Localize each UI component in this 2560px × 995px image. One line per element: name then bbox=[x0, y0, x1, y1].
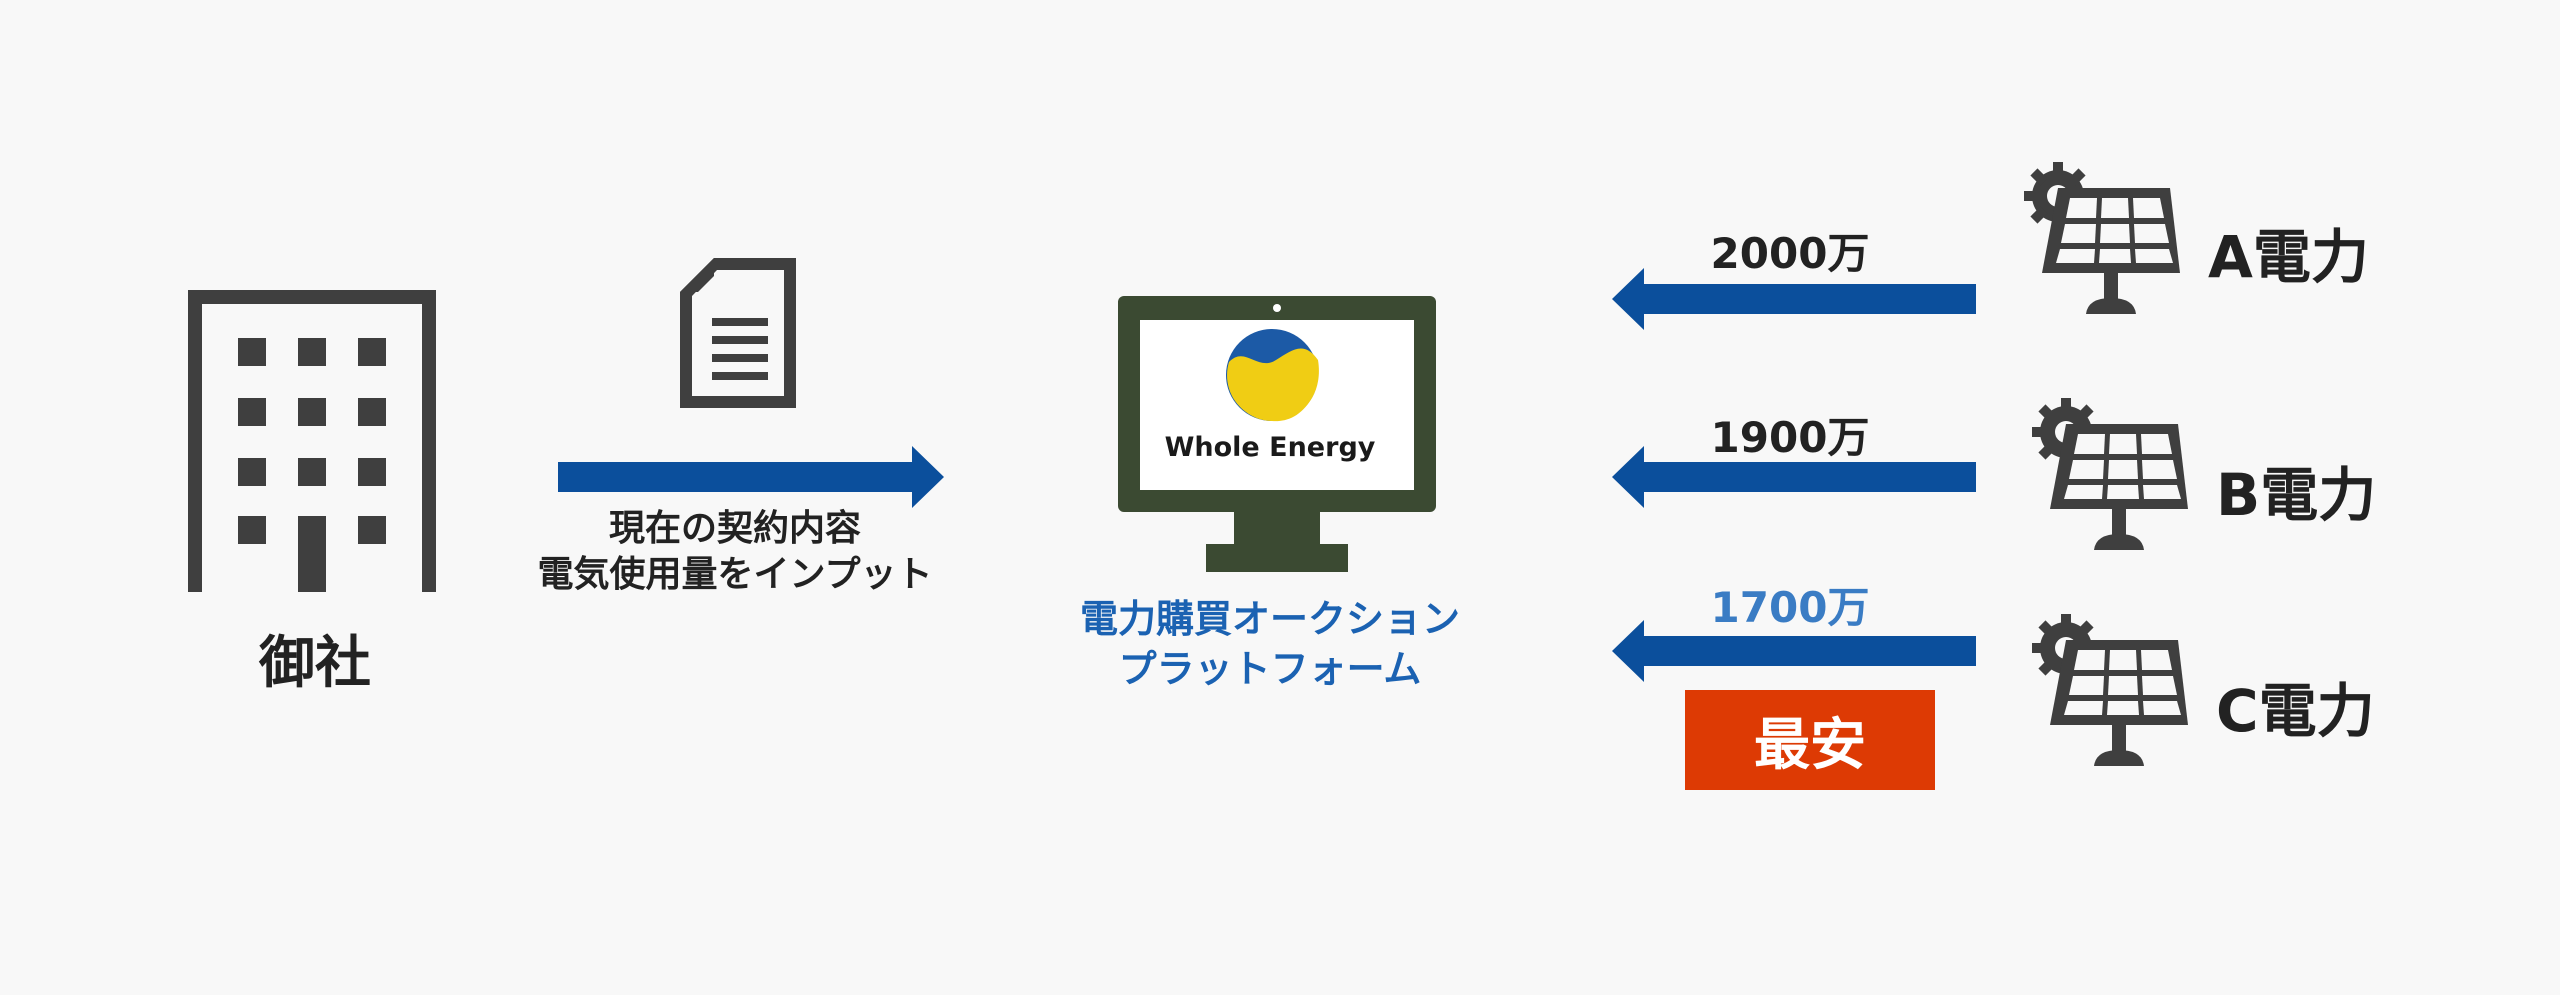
price-a: 2000万 bbox=[1710, 229, 1870, 278]
arrow-c bbox=[1612, 620, 1976, 682]
arrow-b bbox=[1612, 446, 1976, 508]
supplier-label-c: C電力 bbox=[2216, 677, 2375, 745]
platform-caption: 電力購買オークション プラットフォーム bbox=[1000, 594, 1540, 694]
input-caption: 現在の契約内容 電気使用量をインプット bbox=[480, 506, 990, 598]
whole-energy-logo-icon bbox=[1226, 329, 1319, 422]
document-icon bbox=[680, 258, 796, 408]
input-caption-line2: 電気使用量をインプット bbox=[537, 554, 933, 595]
solar-panel-icon-c bbox=[2032, 614, 2188, 766]
input-arrow bbox=[558, 446, 944, 508]
input-caption-line1: 現在の契約内容 bbox=[608, 508, 861, 549]
cheapest-badge-bg bbox=[1685, 690, 1935, 790]
whole-energy-logo-text: Whole Energy bbox=[1164, 432, 1376, 463]
arrow-a bbox=[1612, 268, 1976, 330]
company-label: 御社 bbox=[259, 631, 371, 696]
solar-panel-icon-b bbox=[2032, 398, 2188, 550]
platform-caption-line2: プラットフォーム bbox=[1118, 647, 1422, 691]
building-icon bbox=[188, 290, 436, 592]
supplier-label-b: B電力 bbox=[2216, 461, 2377, 529]
supplier-label-a: A電力 bbox=[2208, 223, 2369, 291]
price-c: 1700万 bbox=[1710, 583, 1870, 632]
solar-panel-icon-a bbox=[2024, 162, 2180, 314]
cheapest-badge: 最安 bbox=[1754, 712, 1866, 778]
platform-caption-line1: 電力購買オークション bbox=[1079, 597, 1460, 641]
price-b: 1900万 bbox=[1710, 413, 1870, 462]
